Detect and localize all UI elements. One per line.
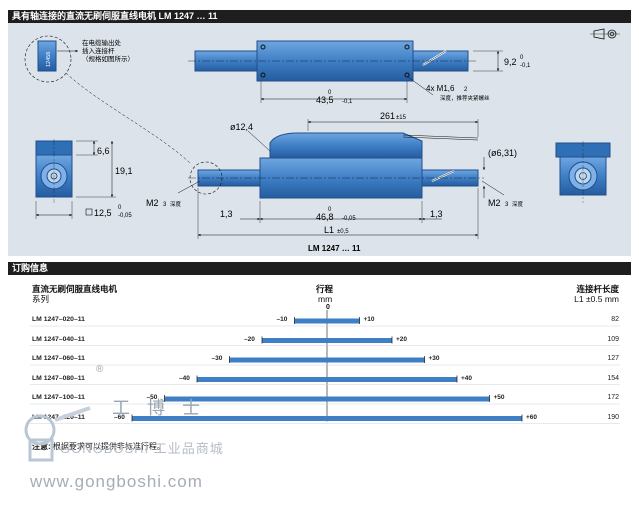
col-length-header: 连接杆长度 [576, 284, 619, 294]
stroke-bar [294, 318, 360, 324]
stroke-neg-label: –10 [276, 316, 288, 323]
stroke-bar [262, 338, 392, 343]
dim-43-5: 43,5 [316, 95, 334, 105]
stroke-bar [164, 396, 490, 402]
dim-261: 261 [380, 111, 395, 121]
col-stroke-header: 行程 [316, 284, 334, 294]
stroke-neg-label: –50 [146, 394, 158, 401]
dim-l1: L1 [324, 225, 334, 235]
stroke-neg-label: –60 [114, 413, 125, 421]
dim-261-tol: ±15 [396, 115, 407, 121]
dim-6-31: (ø6,31) [488, 148, 517, 158]
note-text: 根据要求可以提供非标准行程。 [52, 442, 165, 451]
section-title-bar-order: 订购信息 [8, 262, 631, 275]
top-view-motor [188, 40, 478, 82]
order-model-label: LM 1247–080–11 [32, 374, 85, 382]
rod-length-value: 172 [607, 394, 619, 401]
drawing-caption: LM 1247 … 11 [308, 244, 361, 253]
connector-note-line3: （规格如图所示） [82, 54, 134, 63]
thread-depth: 2 [464, 87, 468, 93]
dim-46-8: 46,8 [316, 212, 334, 222]
stroke-neg-label: –20 [244, 335, 255, 343]
end-label: 12456 [46, 52, 52, 67]
col-length-sub: L1 ±0.5 mm [574, 294, 619, 304]
dim-9-2: 9,2 [504, 57, 517, 67]
dim-46-8-tol-lower: -0,05 [342, 216, 356, 222]
dim-m2-left-depth: 3 [163, 202, 167, 208]
order-model-label: LM 1247–100–11 [32, 394, 85, 401]
projection-symbol-icon [590, 28, 620, 40]
rod-length-value: 109 [607, 335, 619, 343]
stroke-neg-label: –30 [211, 355, 223, 362]
depth-word-left: 深度 [170, 200, 182, 208]
stroke-bar [132, 416, 522, 421]
rod-length-value: 82 [611, 316, 619, 323]
stroke-pos-label: +50 [493, 394, 505, 401]
thread-label: 4x M1,6 [426, 84, 455, 93]
order-model-label: LM 1247–060–11 [32, 355, 85, 362]
stroke-pos-label: +40 [461, 374, 473, 382]
col-name-header: 直流无刷伺服直线电机 [32, 284, 118, 294]
stroke-pos-label: +30 [428, 355, 440, 362]
dim-m2-right-depth: 3 [505, 202, 509, 208]
dim-19-1: 19,1 [115, 166, 133, 176]
technical-drawing: 12456 在电缆输出处 插入连接杆 （规格如图所示） 9,2 0 -0,1 0… [24, 28, 620, 253]
dim-12-5: 12,5 [94, 208, 112, 218]
section-title-bar-drawing: 具有轴连接的直流无刷伺服直线电机 LM 1247 … 11 [8, 10, 631, 23]
rod-end-view: 12456 [37, 40, 78, 72]
dim-9-2-tol-upper: 0 [520, 55, 524, 61]
stroke-bar [229, 357, 425, 363]
dim-46-8-tol-upper: 0 [328, 207, 332, 213]
rod-length-value: 190 [607, 413, 619, 421]
rod-length-value: 154 [607, 374, 619, 382]
dim-12-5-tol-lower: -0,05 [118, 213, 132, 219]
dim-12-5-tol-upper: 0 [118, 205, 122, 211]
col-name-sub: 系列 [32, 294, 50, 304]
thread-note: 深度，推荐夹紧螺丝 [440, 94, 490, 102]
connector-note-line1: 在电缆输出处 [82, 38, 122, 47]
rod-length-value: 127 [607, 355, 619, 362]
technical-drawing-panel: 12456 在电缆输出处 插入连接杆 （规格如图所示） 9,2 0 -0,1 0… [8, 23, 631, 256]
dim-12-4: ø12,4 [230, 122, 253, 132]
dim-43-5-tol-lower: -0,1 [342, 99, 353, 105]
dim-6-6: 6,6 [97, 146, 110, 156]
dim-9-2-tol-lower: -0,1 [520, 63, 531, 69]
order-model-label: LM 1247–040–11 [32, 335, 85, 343]
left-end-view [35, 139, 73, 203]
col-stroke-sub: mm [318, 294, 333, 304]
dim-1-3-right: 1,3 [430, 209, 443, 219]
order-model-label: LM 1247–020–11 [32, 316, 85, 323]
stroke-bar [197, 377, 457, 382]
connector-note-line2: 插入连接杆 [82, 46, 115, 55]
dim-1-3-left: 1,3 [220, 209, 233, 219]
stroke-neg-label: –40 [179, 374, 190, 382]
dim-m2-left: M2 [146, 198, 159, 208]
dim-l1-tol: ±0,5 [337, 229, 349, 235]
right-end-view [555, 141, 611, 203]
order-model-label: LM 1247–120–11 [32, 413, 85, 421]
stroke-pos-label: +10 [363, 316, 375, 323]
order-note: 注意: 根据要求可以提供非标准行程。 [32, 441, 165, 452]
stroke-pos-label: +20 [396, 335, 408, 343]
dim-43-5-tol-upper: 0 [328, 90, 332, 96]
side-view-motor [188, 132, 484, 199]
note-label: 注意: [32, 442, 51, 451]
stroke-zero-label: 0 [326, 304, 330, 311]
stroke-pos-label: +60 [526, 413, 538, 421]
depth-word-right: 深度 [512, 200, 524, 208]
dim-m2-right: M2 [488, 198, 501, 208]
